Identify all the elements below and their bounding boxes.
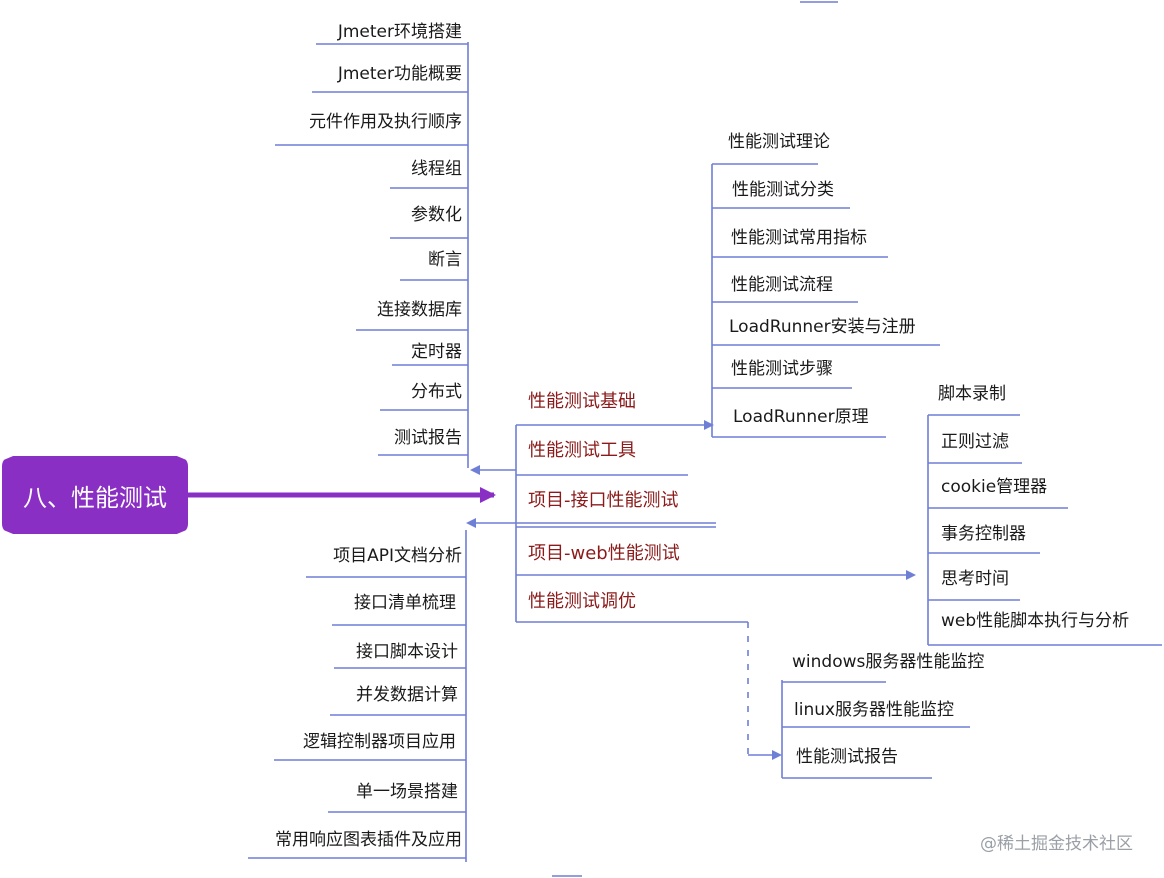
jmeter-topic: 元件作用及执行顺序	[309, 112, 462, 132]
jmeter-topic: 参数化	[411, 205, 462, 225]
basics-topic: 性能测试理论	[728, 132, 830, 152]
web-project-topic: 脚本录制	[938, 384, 1006, 404]
basics-topic: LoadRunner安装与注册	[729, 317, 916, 337]
branch-web-project: 项目-web性能测试	[528, 543, 680, 564]
root-label: 八、性能测试	[23, 483, 167, 512]
basics-topic: 性能测试步骤	[731, 359, 833, 379]
web-project-topic: cookie管理器	[941, 477, 1048, 497]
branch-tools: 性能测试工具	[528, 440, 636, 461]
tuning-topic: linux服务器性能监控	[794, 700, 955, 720]
web-project-topic: 思考时间	[941, 569, 1009, 589]
api-project-topic: 单一场景搭建	[356, 782, 458, 802]
branch-tuning: 性能测试调优	[528, 591, 636, 612]
jmeter-topic: 连接数据库	[377, 300, 462, 320]
basics-topic: 性能测试常用指标	[731, 228, 867, 248]
web-project-topic: 事务控制器	[941, 524, 1026, 544]
web-project-topic: web性能脚本执行与分析	[941, 611, 1130, 631]
api-project-topic: 接口脚本设计	[356, 642, 458, 662]
api-project-topic: 接口清单梳理	[354, 593, 456, 613]
api-project-topic: 逻辑控制器项目应用	[303, 732, 456, 752]
jmeter-topic: 线程组	[411, 159, 462, 179]
basics-topic: 性能测试分类	[732, 180, 834, 200]
root-node: 八、性能测试	[2, 456, 188, 534]
api-project-topic: 项目API文档分析	[333, 546, 462, 566]
api-project-topic: 常用响应图表插件及应用	[275, 830, 462, 850]
tuning-topic: windows服务器性能监控	[792, 652, 985, 672]
branch-api-project: 项目-接口性能测试	[528, 490, 679, 511]
jmeter-topic: Jmeter环境搭建	[337, 22, 462, 42]
web-project-topic: 正则过滤	[941, 432, 1009, 452]
jmeter-topic: 分布式	[411, 382, 462, 402]
jmeter-topic: 断言	[428, 250, 462, 270]
basics-topic: LoadRunner原理	[733, 407, 869, 427]
basics-topic: 性能测试流程	[731, 275, 833, 295]
jmeter-topic: 测试报告	[394, 428, 462, 448]
api-project-topic: 并发数据计算	[356, 685, 458, 705]
jmeter-topic: Jmeter功能概要	[337, 64, 462, 84]
watermark: @稀土掘金技术社区	[980, 834, 1133, 854]
jmeter-topic: 定时器	[411, 342, 462, 362]
branch-basics: 性能测试基础	[528, 391, 636, 412]
tuning-topic: 性能测试报告	[796, 747, 898, 767]
